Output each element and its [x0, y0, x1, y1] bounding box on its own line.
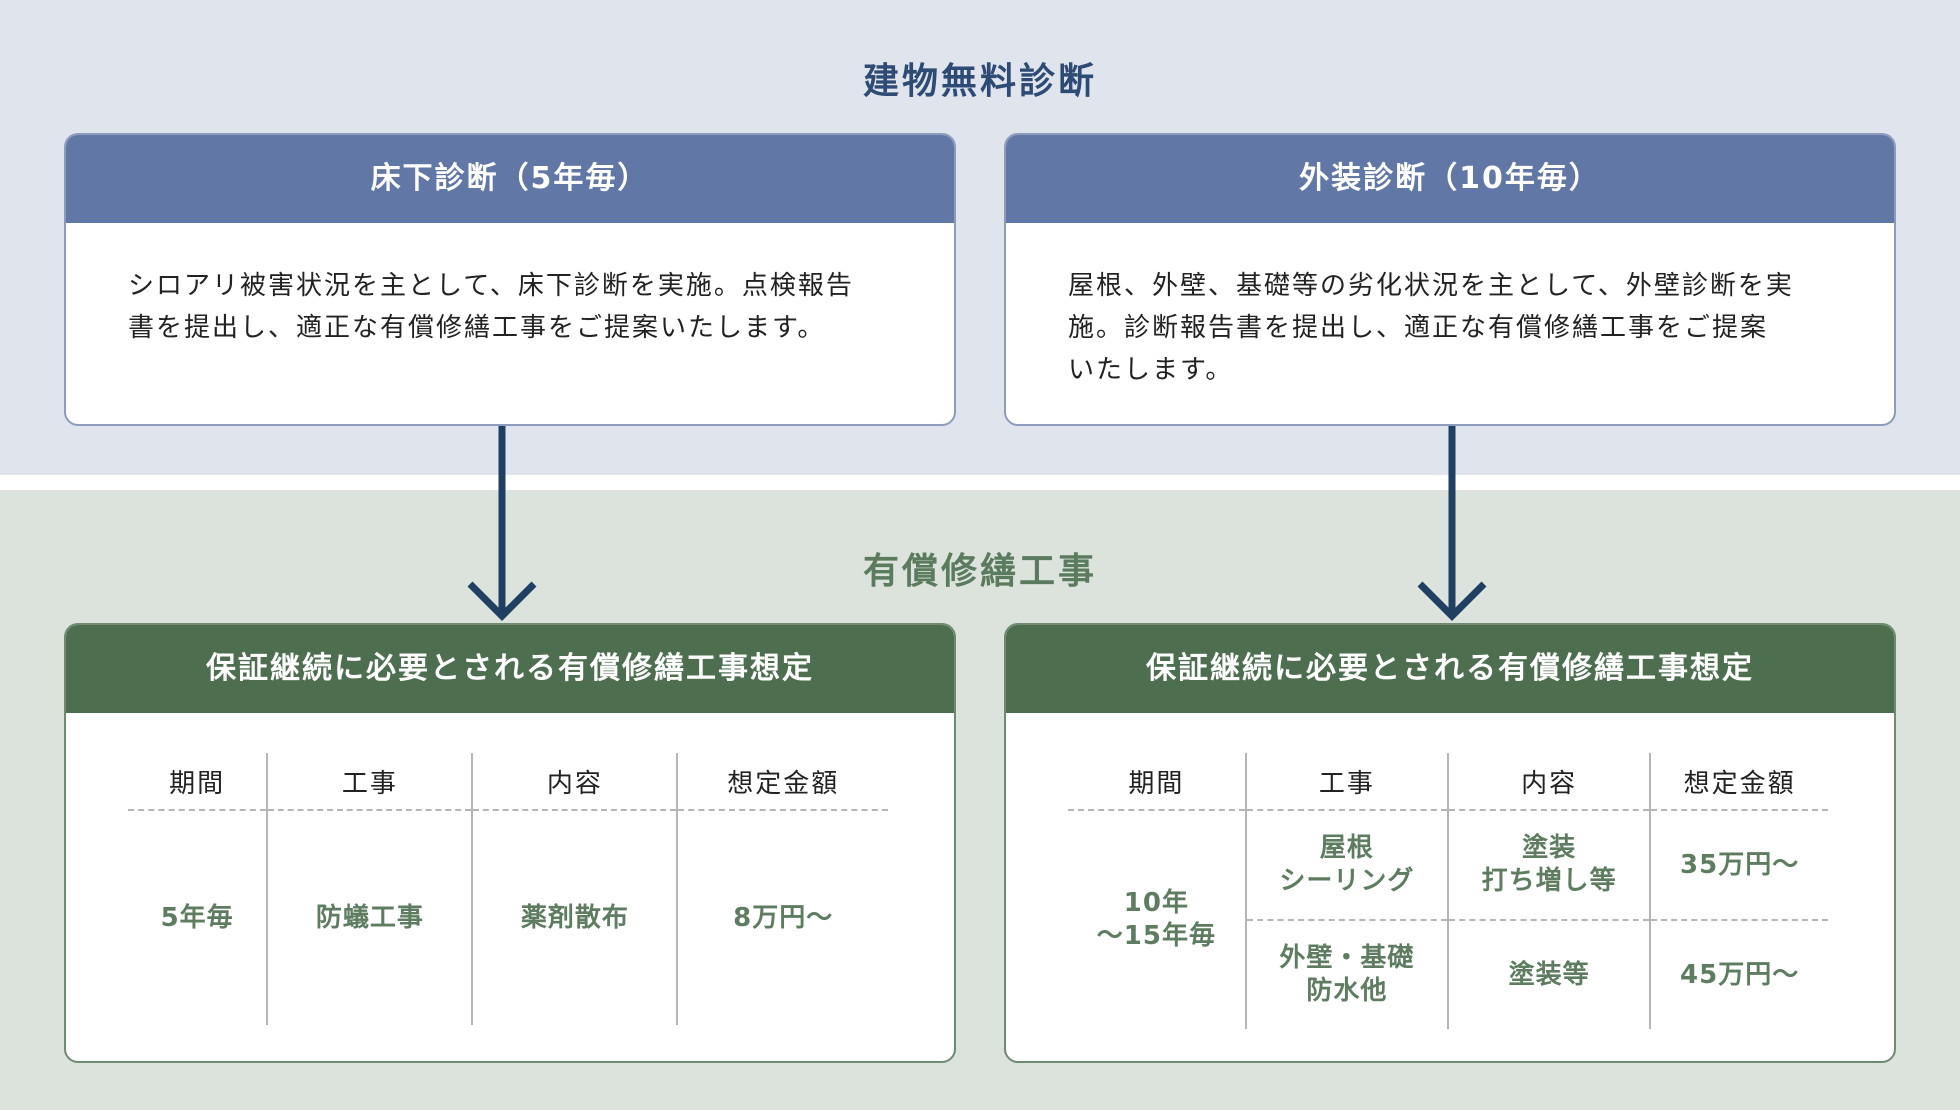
description-line: 施。診断報告書を提出し、適正な有償修繕工事をご提案	[1068, 313, 1769, 343]
table-row: 10年 〜15年毎 屋根 シーリング 塗装 打ち増し等 35万円〜	[1068, 810, 1828, 951]
price-cell: 35万円〜	[1649, 810, 1828, 921]
description-line: 屋根、外壁、基礎等の劣化状況を主として、外壁診断を実	[1068, 271, 1794, 301]
exterior-repair-card: 保証継続に必要とされる有償修繕工事想定 期間 工事 内容 想定金額 10年 〜1…	[1004, 623, 1896, 1063]
exterior-repair-table: 期間 工事 内容 想定金額 10年 〜15年毎 屋根 シーリング 塗装 打ち増し…	[1068, 753, 1828, 1029]
work-line: 外壁・基礎	[1279, 943, 1415, 973]
repair-section-title: 有償修繕工事	[862, 551, 1097, 592]
content-line: 打ち増し等	[1481, 866, 1617, 896]
table-row: 5年毎 防蟻工事 薬剤散布 8万円〜	[128, 810, 888, 1025]
exterior-diagnosis-card: 外装診断（10年毎） 屋根、外壁、基礎等の劣化状況を主として、外壁診断を実 施。…	[1004, 133, 1896, 426]
content-cell: 塗装等	[1446, 920, 1651, 1029]
period-cell: 10年 〜15年毎	[1068, 810, 1246, 1029]
floor-diagnosis-card: 床下診断（5年毎） シロアリ被害状況を主として、床下診断を実施。点検報告 書を提…	[64, 133, 956, 426]
description-line: 書を提出し、適正な有償修繕工事をご提案いたします。	[128, 313, 826, 343]
description-line: いたします。	[1068, 355, 1234, 385]
diagnosis-section-title: 建物無料診断	[862, 61, 1097, 102]
table-header-row: 期間 工事 内容 想定金額	[128, 753, 888, 811]
floor-repair-title: 保証継続に必要とされる有償修繕工事想定	[66, 625, 954, 713]
header-content: 内容	[471, 753, 678, 811]
work-cell: 外壁・基礎 防水他	[1244, 920, 1448, 1029]
work-cell: 屋根 シーリング	[1244, 810, 1448, 921]
header-content: 内容	[1446, 753, 1651, 811]
description-line: シロアリ被害状況を主として、床下診断を実施。点検報告	[128, 271, 854, 301]
floor-repair-card: 保証継続に必要とされる有償修繕工事想定 期間 工事 内容 想定金額 5年毎 防蟻…	[64, 623, 956, 1063]
table-header-row: 期間 工事 内容 想定金額	[1068, 753, 1828, 811]
period-cell: 5年毎	[160, 902, 234, 933]
floor-diagnosis-title: 床下診断（5年毎）	[66, 135, 954, 223]
work-line: 屋根	[1319, 833, 1374, 863]
exterior-diagnosis-description: 屋根、外壁、基礎等の劣化状況を主として、外壁診断を実 施。診断報告書を提出し、適…	[1006, 223, 1894, 391]
price-cell: 8万円〜	[676, 810, 888, 1025]
header-work: 工事	[266, 753, 473, 811]
arrow-down-icon	[1417, 426, 1487, 621]
floor-diagnosis-description: シロアリ被害状況を主として、床下診断を実施。点検報告 書を提出し、適正な有償修繕…	[66, 223, 954, 349]
table-row: 外壁・基礎 防水他 塗装等 45万円〜	[1068, 920, 1828, 1029]
arrow-down-icon	[467, 426, 537, 621]
content-cell: 塗装 打ち増し等	[1446, 810, 1651, 921]
exterior-diagnosis-title: 外装診断（10年毎）	[1006, 135, 1894, 223]
floor-repair-table: 期間 工事 内容 想定金額 5年毎 防蟻工事 薬剤散布 8万円〜	[128, 753, 888, 1025]
period-line: 10年	[1123, 888, 1189, 918]
content-cell: 薬剤散布	[471, 810, 678, 1025]
header-period: 期間	[1068, 753, 1246, 811]
content-line: 塗装	[1522, 833, 1577, 863]
header-period: 期間	[128, 753, 268, 811]
exterior-repair-title: 保証継続に必要とされる有償修繕工事想定	[1006, 625, 1894, 713]
header-price: 想定金額	[1649, 753, 1828, 811]
work-cell: 防蟻工事	[266, 810, 473, 1025]
price-cell: 45万円〜	[1649, 920, 1828, 1029]
header-price: 想定金額	[676, 753, 888, 811]
work-line: シーリング	[1279, 866, 1415, 896]
work-line: 防水他	[1306, 976, 1388, 1006]
header-work: 工事	[1244, 753, 1448, 811]
period-line: 〜15年毎	[1096, 921, 1216, 951]
